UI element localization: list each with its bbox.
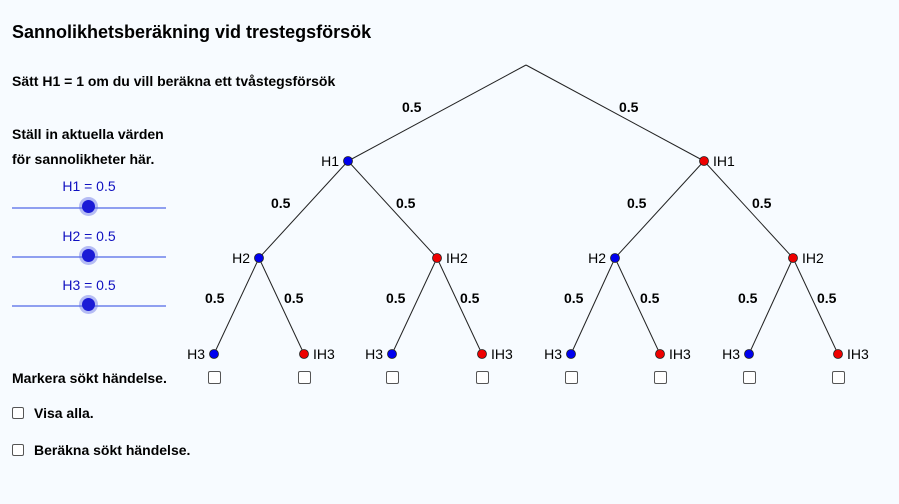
branch-l3-2-edge — [391, 257, 438, 355]
compute-option[interactable]: Beräkna sökt händelse. — [12, 442, 190, 458]
l3-0-node — [209, 349, 219, 359]
show-all-label: Visa alla. — [34, 405, 94, 421]
l3-4-label: H3 — [544, 346, 562, 362]
l3-3-node — [477, 349, 487, 359]
leaf-checkbox-6[interactable] — [743, 371, 756, 384]
l3-3-label: IH3 — [491, 346, 513, 362]
leaf-checkbox-4[interactable] — [565, 371, 578, 384]
slider-h1-label: H1 = 0.5 — [62, 178, 116, 194]
branch-ih2-b-edge — [703, 160, 794, 259]
branch-h2-b-prob: 0.5 — [627, 195, 647, 211]
l3-5-label: IH3 — [669, 346, 691, 362]
ih1-node — [699, 156, 709, 166]
l2-0-node — [254, 253, 264, 263]
branch-ih2-a-edge — [347, 160, 438, 259]
ih1-label: IH1 — [713, 153, 735, 169]
instructions-line-2: för sannolikheter här. — [12, 151, 155, 167]
h1-node — [343, 156, 353, 166]
l3-6-label: H3 — [722, 346, 740, 362]
slider-h3[interactable] — [12, 298, 166, 314]
instructions-line-1: Ställ in aktuella värden — [12, 126, 164, 142]
l2-2-label: H2 — [588, 250, 606, 266]
show-all-option[interactable]: Visa alla. — [12, 405, 94, 421]
leaf-checkbox-5[interactable] — [654, 371, 667, 384]
slider-h2-label: H2 = 0.5 — [62, 228, 116, 244]
slider-h3-label: H3 = 0.5 — [62, 277, 116, 293]
branch-l3-0-edge — [213, 257, 260, 355]
l2-1-node — [432, 253, 442, 263]
l3-7-label: IH3 — [847, 346, 869, 362]
slider-instructions: Ställ in aktuella värden för sannolikhet… — [12, 122, 164, 172]
branch-ih1-edge — [525, 64, 705, 162]
leaf-checkbox-7[interactable] — [832, 371, 845, 384]
branch-l3-3-prob: 0.5 — [460, 290, 480, 306]
l3-4-node — [566, 349, 576, 359]
compute-label: Beräkna sökt händelse. — [34, 442, 191, 458]
branch-h2-a-edge — [258, 160, 349, 259]
l3-0-label: H3 — [187, 346, 205, 362]
branch-l3-7-edge — [792, 257, 839, 355]
subtitle-hint: Sätt H1 = 1 om du vill beräkna ett tvåst… — [12, 73, 336, 89]
leaf-checkbox-2[interactable] — [386, 371, 399, 384]
branch-l3-3-edge — [436, 257, 483, 355]
branch-l3-6-prob: 0.5 — [738, 290, 758, 306]
slider-knob[interactable] — [82, 200, 95, 213]
branch-l3-0-prob: 0.5 — [205, 290, 225, 306]
l3-1-label: IH3 — [313, 346, 335, 362]
l3-1-node — [299, 349, 309, 359]
l3-7-node — [833, 349, 843, 359]
branch-ih2-b-prob: 0.5 — [752, 195, 772, 211]
branch-h2-a-prob: 0.5 — [271, 195, 291, 211]
compute-checkbox[interactable] — [12, 444, 24, 456]
leaf-checkbox-1[interactable] — [298, 371, 311, 384]
l2-1-label: IH2 — [446, 250, 468, 266]
slider-h2[interactable] — [12, 249, 166, 265]
page-title: Sannolikhetsberäkning vid trestegsförsök — [12, 22, 372, 42]
l3-5-node — [655, 349, 665, 359]
slider-h1[interactable] — [12, 200, 166, 216]
slider-knob[interactable] — [82, 249, 95, 262]
branch-l3-1-edge — [258, 257, 305, 355]
branch-h1-edge — [347, 64, 527, 162]
l3-2-node — [387, 349, 397, 359]
l2-3-label: IH2 — [802, 250, 824, 266]
h1-label: H1 — [321, 153, 339, 169]
branch-ih2-a-prob: 0.5 — [396, 195, 416, 211]
branch-l3-6-edge — [748, 257, 794, 355]
branch-l3-5-edge — [614, 257, 661, 355]
mark-event-label: Markera sökt händelse. — [12, 370, 167, 386]
branch-h1-prob: 0.5 — [402, 99, 422, 115]
leaf-checkbox-0[interactable] — [208, 371, 221, 384]
leaf-checkbox-3[interactable] — [476, 371, 489, 384]
branch-h2-b-edge — [614, 160, 705, 259]
l2-3-node — [788, 253, 798, 263]
l3-2-label: H3 — [365, 346, 383, 362]
branch-l3-4-edge — [570, 257, 616, 355]
branch-l3-5-prob: 0.5 — [640, 290, 660, 306]
branch-l3-1-prob: 0.5 — [284, 290, 304, 306]
l3-6-node — [744, 349, 754, 359]
branch-l3-7-prob: 0.5 — [817, 290, 837, 306]
slider-knob[interactable] — [82, 298, 95, 311]
branch-l3-4-prob: 0.5 — [564, 290, 584, 306]
branch-l3-2-prob: 0.5 — [386, 290, 406, 306]
show-all-checkbox[interactable] — [12, 407, 24, 419]
l2-0-label: H2 — [232, 250, 250, 266]
branch-ih1-prob: 0.5 — [619, 99, 639, 115]
l2-2-node — [610, 253, 620, 263]
